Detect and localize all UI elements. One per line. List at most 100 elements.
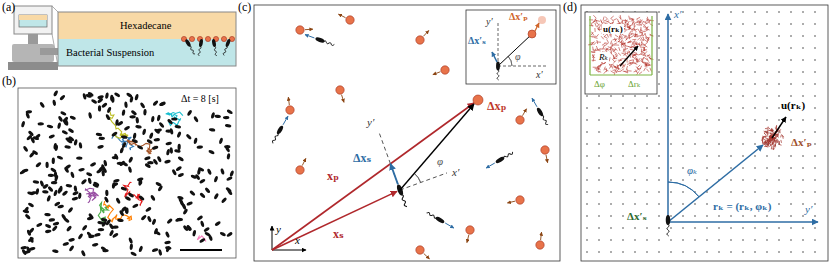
line	[634, 29, 636, 32]
line	[632, 39, 636, 40]
line	[769, 128, 771, 130]
line	[777, 134, 778, 137]
swimmer-velocity	[445, 223, 454, 228]
line	[604, 71, 607, 74]
line	[591, 52, 595, 53]
line	[627, 23, 629, 27]
axis-label: y′	[366, 116, 375, 129]
axis	[272, 250, 306, 251]
particle	[416, 36, 424, 44]
layer-band: Bacterial Suspension	[58, 39, 236, 66]
line	[638, 58, 640, 61]
line	[611, 71, 614, 73]
line	[613, 43, 617, 45]
line	[636, 24, 640, 26]
line	[636, 44, 640, 45]
line	[636, 59, 638, 63]
line	[600, 64, 603, 67]
line	[766, 143, 768, 145]
line	[643, 21, 647, 23]
line	[605, 21, 609, 22]
line	[633, 26, 635, 29]
line	[624, 64, 626, 68]
relative-position	[400, 104, 474, 190]
line	[651, 16, 652, 75]
particle-velocity	[423, 30, 428, 36]
line	[768, 141, 769, 144]
line	[593, 58, 595, 62]
line	[636, 59, 638, 63]
particle-velocity	[546, 155, 548, 163]
line	[629, 34, 630, 38]
line	[769, 144, 771, 146]
line	[766, 131, 768, 134]
line	[618, 41, 622, 42]
particle	[528, 30, 536, 38]
line	[592, 55, 595, 58]
line	[628, 28, 632, 30]
particle-velocity	[433, 72, 440, 75]
line	[626, 45, 630, 47]
vector-label: Δxₚ	[486, 100, 508, 114]
scale-bar	[180, 249, 222, 251]
particle	[441, 66, 449, 74]
line	[610, 64, 614, 66]
line	[777, 141, 780, 142]
line	[770, 140, 772, 143]
line	[646, 69, 649, 72]
line	[627, 42, 631, 44]
line	[640, 37, 642, 40]
line	[627, 27, 630, 29]
line	[615, 35, 618, 37]
line	[597, 41, 601, 42]
line	[591, 51, 595, 53]
line	[644, 68, 646, 71]
swimmer-velocity	[486, 163, 495, 168]
particle	[286, 106, 294, 114]
line	[632, 21, 633, 25]
line	[634, 41, 636, 44]
line	[645, 37, 649, 38]
line	[769, 135, 772, 136]
particle	[541, 146, 549, 154]
line	[627, 27, 631, 29]
line	[636, 17, 640, 19]
line	[620, 15, 622, 19]
line	[639, 32, 643, 33]
line	[590, 74, 652, 75]
line	[647, 54, 650, 57]
line	[761, 138, 763, 140]
line	[630, 19, 634, 20]
vector-label: xₚ	[326, 170, 340, 184]
swimmer-displacement	[492, 52, 497, 62]
vector-label: Δx′ₛ	[468, 35, 486, 47]
line	[596, 34, 599, 37]
line	[594, 28, 595, 32]
line	[628, 16, 630, 20]
vector-label: Δx′ₚ	[790, 136, 813, 149]
bacterium	[222, 38, 231, 55]
particle	[473, 95, 483, 105]
line	[626, 36, 627, 40]
line	[780, 140, 782, 143]
line	[769, 143, 771, 146]
line	[617, 68, 621, 70]
line	[633, 57, 636, 60]
line	[641, 43, 642, 47]
line	[604, 36, 608, 38]
microscopy-image	[18, 88, 236, 258]
panel-label: (d)	[563, 1, 577, 15]
line	[609, 64, 611, 67]
vector-label: Δx′ₛ	[626, 210, 648, 223]
line	[766, 134, 768, 137]
line	[592, 54, 594, 58]
line	[633, 55, 637, 57]
line	[629, 34, 633, 35]
layer-band: Hexadecane	[58, 12, 236, 39]
particle-velocity	[338, 14, 345, 18]
line	[597, 68, 600, 70]
line	[623, 71, 627, 72]
line	[615, 70, 617, 73]
panel-label: (c)	[238, 1, 251, 15]
